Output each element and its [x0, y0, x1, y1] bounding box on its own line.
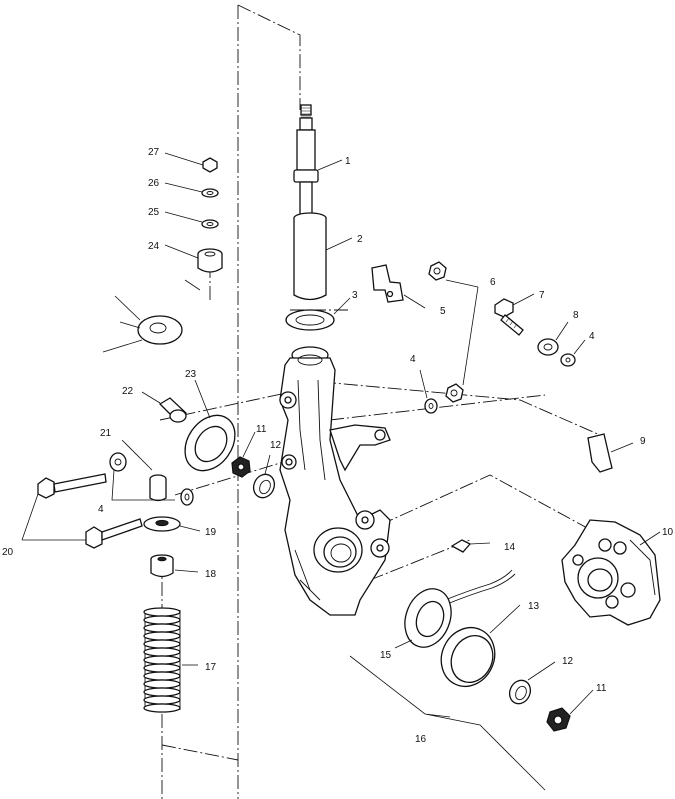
- callout-8: 8: [573, 310, 579, 321]
- spring-coil: [143, 615, 181, 625]
- coil-spring: [143, 607, 198, 713]
- center-lines: [159, 4, 601, 799]
- strut-shaft: [293, 104, 343, 218]
- bearing-ring: [285, 297, 351, 331]
- callout-19: 19: [205, 527, 217, 538]
- spring-coil: [143, 663, 181, 673]
- callout-24: 24: [148, 241, 160, 252]
- nut-upper-hub: [231, 431, 256, 478]
- spring-coil: [143, 679, 181, 689]
- callout-4-right: 4: [589, 331, 595, 342]
- callout-4-mid: 4: [410, 354, 416, 365]
- seal-23: [184, 379, 236, 472]
- spring-coil: [143, 703, 181, 713]
- bracket-plate: [371, 264, 426, 309]
- callout-11-lower: 11: [596, 683, 607, 694]
- spring-coil: [143, 655, 181, 665]
- callout-3: 3: [352, 290, 358, 301]
- spring-coil: [143, 647, 181, 657]
- sensor-wire: [444, 569, 516, 605]
- seal-upper: [252, 454, 276, 499]
- spring-coil: [143, 687, 181, 697]
- bushing-24: [164, 244, 223, 273]
- callout-17: 17: [205, 662, 217, 673]
- bump-stop: [150, 554, 199, 578]
- callout-4-left: 4: [98, 504, 104, 515]
- spring-coil: [143, 671, 181, 681]
- callout-13: 13: [528, 601, 540, 612]
- spring-seat: [143, 516, 201, 532]
- spring-coil: [143, 695, 181, 705]
- callout-12-lower: 12: [562, 656, 574, 667]
- callout-7: 7: [539, 290, 545, 301]
- bracket-16: [349, 655, 546, 791]
- strut-body: [293, 212, 353, 301]
- washer-25: [164, 211, 219, 229]
- washer-left: [109, 452, 175, 501]
- callout-2: 2: [357, 234, 363, 245]
- callout-15: 15: [380, 650, 392, 661]
- callout-21: 21: [100, 428, 112, 439]
- nut-lower-hub: [546, 689, 594, 732]
- callout-labels: 1 2 3 4 4 4 5 6 7 8 9 10 11 11 12 12 13 …: [2, 147, 674, 745]
- spring-coil: [143, 607, 181, 617]
- bearing-race: [440, 604, 521, 687]
- callout-9: 9: [640, 436, 646, 447]
- upper-mount: [102, 279, 201, 353]
- spring-coil: [143, 631, 181, 641]
- steering-knuckle: [279, 346, 391, 616]
- callout-14: 14: [504, 542, 516, 553]
- washer-8: [537, 321, 569, 356]
- washer-right: [560, 339, 586, 367]
- nut-27: [164, 152, 218, 173]
- callout-18: 18: [205, 569, 217, 580]
- callout-22: 22: [122, 386, 134, 397]
- bolt-7: [494, 293, 535, 336]
- spring-coil: [143, 639, 181, 649]
- bushing-22: [141, 391, 188, 423]
- callout-26: 26: [148, 178, 160, 189]
- callout-11-upper: 11: [256, 424, 267, 435]
- callout-5: 5: [440, 306, 446, 317]
- nut-upper: [428, 261, 479, 386]
- nut-21: [121, 439, 194, 506]
- nut-lower: [445, 383, 464, 403]
- seal-lower: [508, 661, 556, 705]
- callout-1: 1: [345, 156, 351, 167]
- spring-coil: [143, 623, 181, 633]
- callout-16: 16: [415, 734, 427, 745]
- washer-mid: [419, 369, 438, 414]
- callout-27: 27: [148, 147, 160, 158]
- callout-20: 20: [2, 547, 14, 558]
- bolt-20-upper: [21, 473, 107, 541]
- callout-12-upper: 12: [270, 440, 282, 451]
- washer-26: [164, 182, 219, 198]
- bolt-20-lower: [22, 518, 143, 549]
- brake-pad: [587, 433, 634, 473]
- bleeder-valve: [450, 539, 491, 553]
- brake-disc: [394, 588, 452, 649]
- brake-caliper: [561, 519, 661, 626]
- callout-10: 10: [662, 527, 674, 538]
- callout-25: 25: [148, 207, 160, 218]
- callout-23: 23: [185, 369, 197, 380]
- callout-6: 6: [490, 277, 496, 288]
